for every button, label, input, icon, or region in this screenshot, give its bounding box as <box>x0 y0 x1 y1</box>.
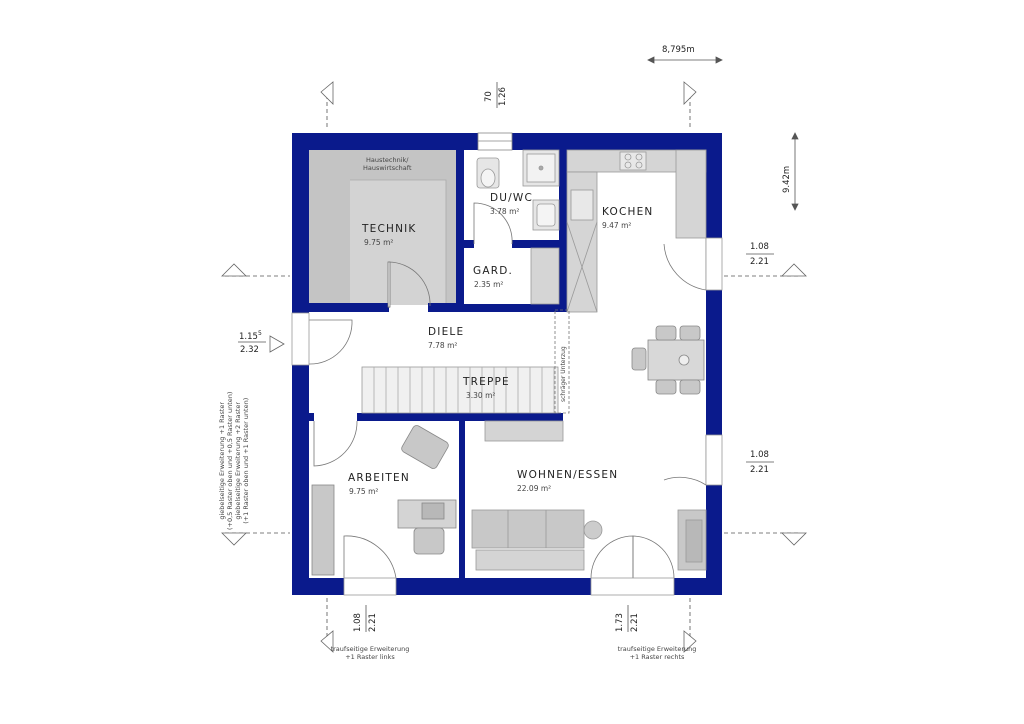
bottom-right-dim-a: 1.73 <box>615 613 625 632</box>
office-furniture <box>311 425 457 576</box>
diele-name: DIELE <box>428 326 465 338</box>
left-ext-line2: (+0,5 Raster oben und +0,5 Raster unten) <box>226 391 234 530</box>
bottom-right-note-line1: traufseitige Erweiterung <box>617 645 697 653</box>
left-extension-note: giebelseitige Erweiterung +1 Raster (+0,… <box>218 392 250 530</box>
staircase <box>361 309 570 414</box>
top-window <box>477 132 513 151</box>
kochen-area: 9.47 m² <box>602 221 632 230</box>
technik-name: TECHNIK <box>362 223 417 235</box>
width-dimension: 8,795m <box>662 45 695 55</box>
wohnen-name: WOHNEN/ESSEN <box>517 469 619 481</box>
kitchen-counter <box>566 149 707 313</box>
wohnen-area: 22.09 m² <box>517 484 552 493</box>
tv-unit <box>677 509 707 571</box>
right-upper-dim-b: 2.21 <box>750 257 769 267</box>
interior-walls <box>309 150 567 578</box>
diele-area: 7.78 m² <box>428 341 458 350</box>
duwc-name: DU/WC <box>490 192 534 204</box>
bottom-left-note-line1: traufseitige Erweiterung <box>330 645 410 653</box>
left-door-dim-a: 1.155 <box>239 330 262 342</box>
bottom-left-dim-b: 2.21 <box>368 613 378 632</box>
technik-area: 9.75 m² <box>364 238 394 247</box>
beam-note: schräger Unterzug <box>560 346 567 402</box>
gard-area: 2.35 m² <box>474 280 504 289</box>
dining-set <box>631 325 705 395</box>
left-ext-line4: (+1 Raster oben und +1 Raster unten) <box>242 397 250 524</box>
kochen-name: KOCHEN <box>602 206 654 218</box>
hausraum-label: Haustechnik/ Hauswirtschaft <box>363 156 412 172</box>
bottom-left-dim-a: 1.08 <box>353 613 363 632</box>
left-door-a-sup: 5 <box>257 330 262 337</box>
top-window-dim-b: 1.26 <box>498 87 508 106</box>
bottom-left-note-line2: +1 Raster links <box>345 653 395 661</box>
gard-name: GARD. <box>473 265 514 277</box>
bottom-right-note: traufseitige Erweiterung +1 Raster recht… <box>592 645 722 661</box>
openings <box>291 237 723 596</box>
arbeiten-name: ARBEITEN <box>348 472 410 484</box>
left-door-a-value: 1.15 <box>239 331 258 342</box>
exterior-walls <box>292 133 722 595</box>
treppe-area: 3.30 m² <box>466 391 496 400</box>
hausraum-line2: Hauswirtschaft <box>363 164 412 172</box>
right-upper-dim-a: 1.08 <box>750 242 769 252</box>
right-lower-dim-a: 1.08 <box>750 450 769 460</box>
treppe-name: TREPPE <box>463 376 510 388</box>
arbeiten-area: 9.75 m² <box>349 487 379 496</box>
left-ext-line1: giebelseitige Erweiterung +1 Raster <box>218 401 226 520</box>
bottom-right-note-line2: +1 Raster rechts <box>629 653 685 661</box>
bottom-right-dim-b: 2.21 <box>630 613 640 632</box>
sideboard <box>484 420 564 442</box>
section-markers <box>221 81 807 653</box>
hausraum-line1: Haustechnik/ <box>366 156 409 164</box>
left-door-dim-b: 2.32 <box>240 345 259 355</box>
wardrobe <box>530 247 560 305</box>
technik-room <box>309 150 461 305</box>
right-lower-dim-b: 2.21 <box>750 465 769 475</box>
left-ext-line3: giebelseitige Erweiterung +2 Raster <box>234 401 242 520</box>
bathroom-fixtures <box>476 149 560 231</box>
depth-dimension: 9.42m <box>782 165 792 193</box>
duwc-area: 3.78 m² <box>490 207 520 216</box>
bottom-left-note: traufseitige Erweiterung +1 Raster links <box>305 645 435 661</box>
top-window-dim-a: 70 <box>484 91 494 102</box>
sofa <box>471 509 603 571</box>
